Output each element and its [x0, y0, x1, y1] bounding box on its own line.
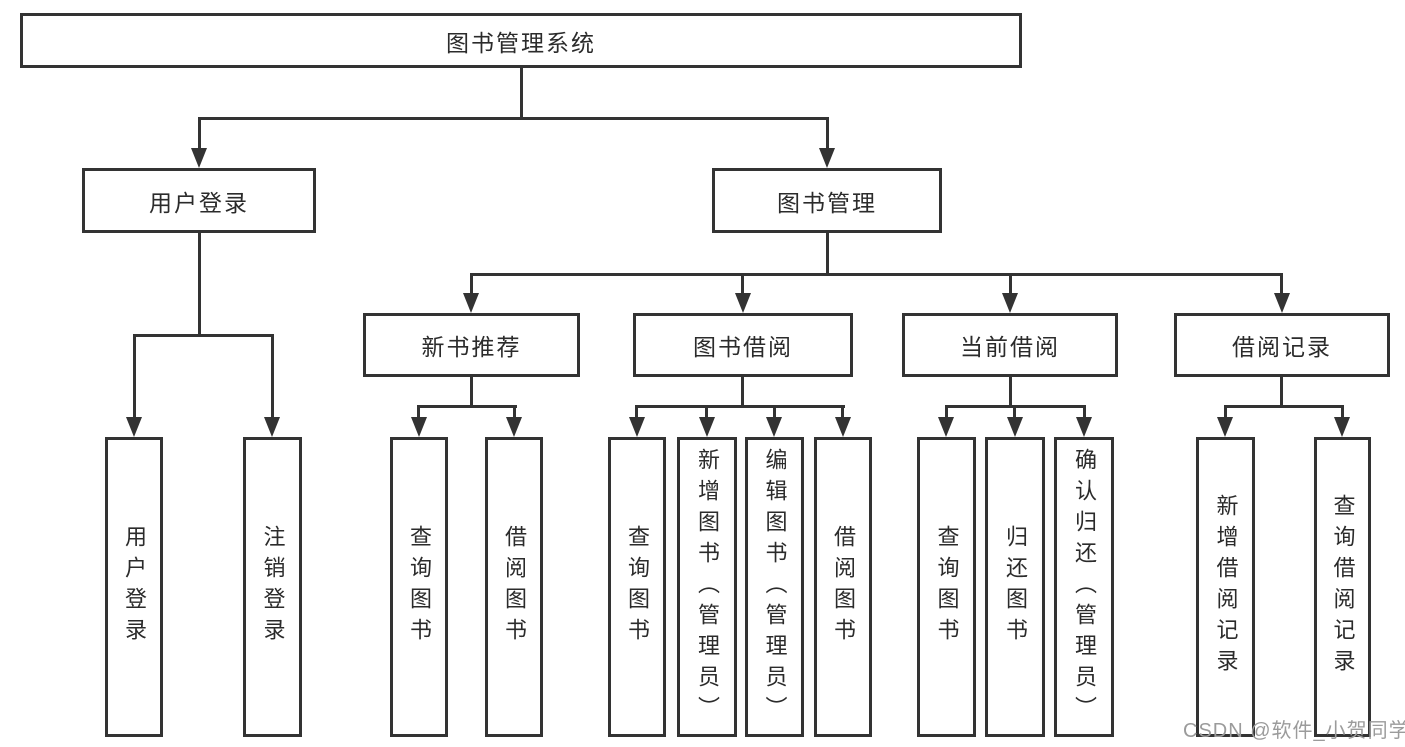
- connector-line: [198, 117, 829, 120]
- node-leaf-borrow-books: 借阅图书: [485, 437, 543, 737]
- connector-line: [826, 117, 829, 151]
- arrowhead-down-icon: [126, 417, 142, 437]
- connector-line: [741, 377, 744, 408]
- connector-line: [1224, 405, 1227, 421]
- arrowhead-down-icon: [699, 417, 715, 437]
- connector-line: [635, 405, 638, 421]
- connector-line: [826, 233, 829, 276]
- node-leaf-borrow-books: 借阅图书: [814, 437, 872, 737]
- connector-line: [520, 68, 523, 120]
- node-leaf-edit-books-admin: 编辑图书（管理员）: [745, 437, 804, 737]
- connector-line: [198, 233, 201, 337]
- connector-line: [470, 273, 1283, 276]
- arrowhead-down-icon: [835, 417, 851, 437]
- connector-line: [945, 405, 948, 421]
- arrowhead-down-icon: [1076, 417, 1092, 437]
- arrowhead-down-icon: [1274, 293, 1290, 313]
- node-leaf-user-login: 用户登录: [105, 437, 163, 737]
- node-current-borrowing: 当前借阅: [902, 313, 1118, 377]
- node-book-management: 图书管理: [712, 168, 942, 233]
- node-leaf-confirm-return-admin: 确认归还（管理员）: [1054, 437, 1114, 737]
- connector-line: [513, 405, 516, 421]
- arrowhead-down-icon: [1007, 417, 1023, 437]
- node-leaf-query-books: 查询图书: [917, 437, 976, 737]
- node-leaf-query-books: 查询图书: [608, 437, 666, 737]
- node-new-book-recommend: 新书推荐: [363, 313, 580, 377]
- connector-line: [1224, 405, 1344, 408]
- connector-line: [1009, 377, 1012, 408]
- csdn-watermark: CSDN @软件_小贺同学: [1183, 720, 1405, 742]
- connector-line: [417, 405, 517, 408]
- connector-line: [1280, 273, 1283, 298]
- node-borrowing-records: 借阅记录: [1174, 313, 1390, 377]
- arrowhead-down-icon: [938, 417, 954, 437]
- arrowhead-down-icon: [1334, 417, 1350, 437]
- node-leaf-query-books: 查询图书: [390, 437, 448, 737]
- arrowhead-down-icon: [629, 417, 645, 437]
- connector-line: [1341, 405, 1344, 421]
- connector-line: [417, 405, 420, 421]
- arrowhead-down-icon: [819, 148, 835, 168]
- arrowhead-down-icon: [411, 417, 427, 437]
- arrowhead-down-icon: [264, 417, 280, 437]
- node-leaf-add-borrow-record: 新增借阅记录: [1196, 437, 1255, 737]
- node-user-login: 用户登录: [82, 168, 316, 233]
- connector-line: [841, 405, 844, 421]
- connector-line: [773, 405, 776, 421]
- node-leaf-add-books-admin: 新增图书（管理员）: [677, 437, 737, 737]
- connector-line: [1009, 273, 1012, 298]
- connector-line: [470, 273, 473, 298]
- node-book-borrowing: 图书借阅: [633, 313, 853, 377]
- connector-line: [1280, 377, 1283, 408]
- connector-line: [470, 377, 473, 408]
- arrowhead-down-icon: [506, 417, 522, 437]
- node-leaf-query-borrow-record: 查询借阅记录: [1314, 437, 1371, 737]
- connector-line: [133, 334, 274, 337]
- node-root-library-system: 图书管理系统: [20, 13, 1022, 68]
- arrowhead-down-icon: [735, 293, 751, 313]
- node-leaf-logout: 注销登录: [243, 437, 302, 737]
- arrowhead-down-icon: [1217, 417, 1233, 437]
- connector-line: [198, 117, 201, 151]
- connector-line: [271, 334, 274, 420]
- connector-line: [1083, 405, 1086, 421]
- node-leaf-return-books: 归还图书: [985, 437, 1045, 737]
- arrowhead-down-icon: [191, 148, 207, 168]
- connector-line: [133, 334, 136, 420]
- connector-line: [1013, 405, 1016, 421]
- connector-line: [635, 405, 845, 408]
- connector-line: [741, 273, 744, 298]
- connector-line: [705, 405, 708, 421]
- arrowhead-down-icon: [1002, 293, 1018, 313]
- arrowhead-down-icon: [463, 293, 479, 313]
- arrowhead-down-icon: [766, 417, 782, 437]
